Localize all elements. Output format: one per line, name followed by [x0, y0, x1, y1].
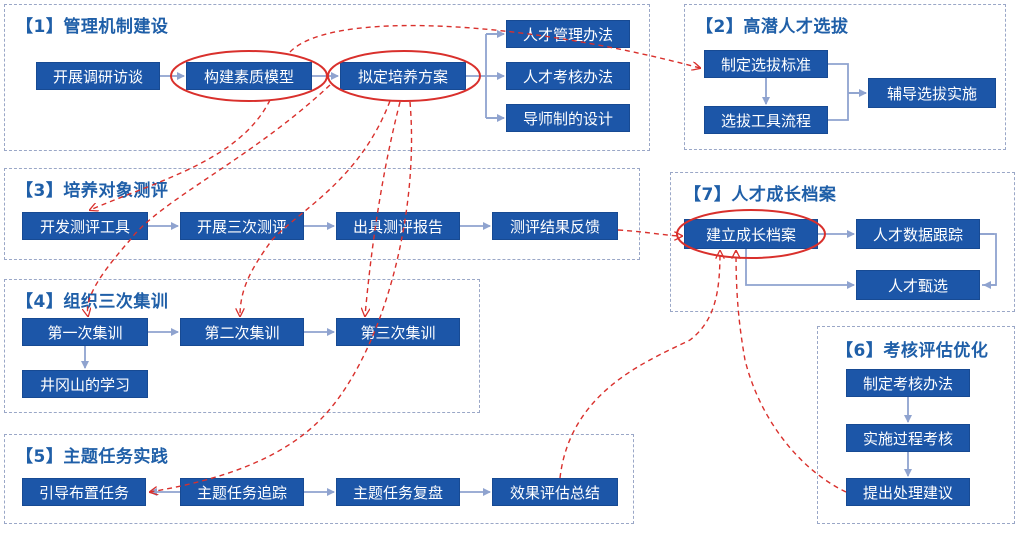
box-guide-selection: 辅导选拔实施 — [868, 78, 996, 108]
box-competency-model: 构建素质模型 — [186, 62, 312, 90]
box-process-assessment: 实施过程考核 — [846, 424, 970, 452]
section-7-title: 【7】人才成长档案 — [684, 185, 837, 205]
box-develop-tools: 开发测评工具 — [22, 212, 148, 240]
box-mentor-design: 导师制的设计 — [506, 104, 630, 132]
box-task-tracking: 主题任务追踪 — [180, 478, 304, 506]
box-three-evaluations: 开展三次测评 — [180, 212, 304, 240]
box-selection-tools: 选拔工具流程 — [704, 106, 828, 134]
box-talent-assessment: 人才考核办法 — [506, 62, 630, 90]
box-training-plan: 拟定培养方案 — [340, 62, 466, 90]
box-handling-suggestions: 提出处理建议 — [846, 478, 970, 506]
box-data-tracking: 人才数据跟踪 — [856, 219, 980, 249]
box-evaluation-report: 出具测评报告 — [336, 212, 460, 240]
box-jinggangshan-study: 井冈山的学习 — [22, 370, 148, 398]
box-growth-archive: 建立成长档案 — [684, 219, 818, 249]
box-second-training: 第二次集训 — [180, 318, 304, 346]
section-4-title: 【4】组织三次集训 — [16, 292, 169, 312]
box-task-review: 主题任务复盘 — [336, 478, 460, 506]
box-third-training: 第三次集训 — [336, 318, 460, 346]
box-first-training: 第一次集训 — [22, 318, 148, 346]
box-selection-standard: 制定选拔标准 — [704, 50, 828, 78]
section-2-title: 【2】高潜人才选拔 — [696, 17, 849, 37]
section-1-title: 【1】管理机制建设 — [16, 17, 169, 37]
box-effect-evaluation: 效果评估总结 — [492, 478, 618, 506]
box-assessment-method: 制定考核办法 — [846, 369, 970, 397]
box-talent-selection: 人才甄选 — [856, 270, 980, 300]
box-assign-tasks: 引导布置任务 — [22, 478, 146, 506]
box-result-feedback: 测评结果反馈 — [492, 212, 618, 240]
section-3-title: 【3】培养对象测评 — [16, 181, 169, 201]
box-talent-management: 人才管理办法 — [506, 20, 630, 48]
section-6-title: 【6】考核评估优化 — [836, 341, 989, 361]
section-5-title: 【5】主题任务实践 — [16, 447, 169, 467]
box-research-interview: 开展调研访谈 — [36, 62, 160, 90]
